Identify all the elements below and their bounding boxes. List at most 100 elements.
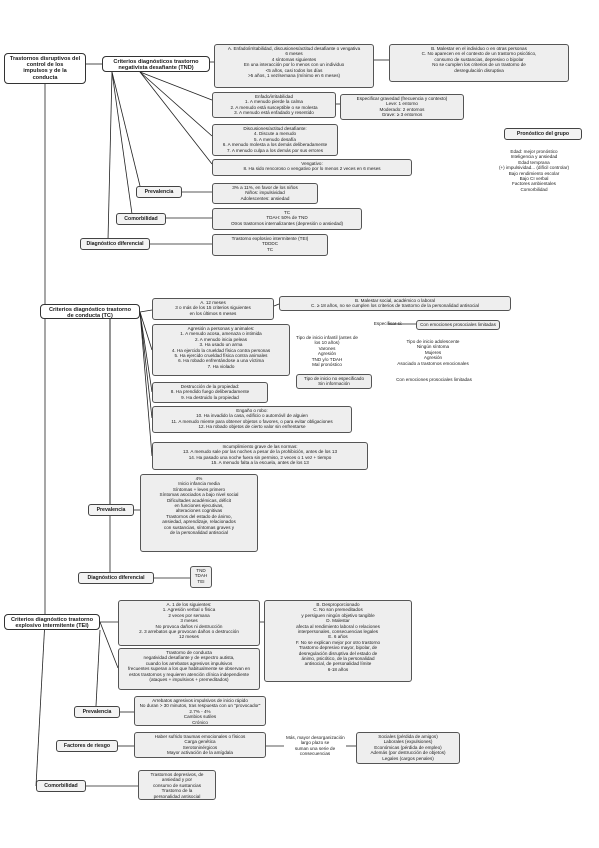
tnd-differential: Trastorno explosivo intermitente (TEI)TD… (212, 234, 328, 256)
node-text-line: Mujeres (424, 349, 442, 355)
node-text-line: Niños: impulsividad (245, 190, 285, 196)
node-text-line: 8. Ha prendido fuego deliberadamente (170, 389, 250, 395)
node-text-line: los 10 años) (314, 340, 340, 346)
node-text-line: consumo de sustancias, depresivo o bipol… (434, 56, 524, 62)
node-text-line: E. 6 años (328, 634, 348, 640)
node-text-line: Síntomas + leves primero (172, 486, 226, 492)
node-text-line: consumo de sustancias (152, 782, 201, 788)
node-text-line: 1. A menudo acosa, amenaza o intimida (180, 331, 262, 337)
node-text-line: 2. A menudo inicia peleas (194, 336, 248, 342)
node-text-line: Además (por destrucción de objetos) (370, 750, 446, 756)
node-text-line: Criterios diagnóstico trastorno (10, 617, 94, 623)
node-text-line: TDAH: 50% de TND (266, 215, 308, 221)
node-text-line: 1. Agresión verbal o física (162, 607, 216, 613)
node-text-line: Engaño o robo: (236, 408, 268, 413)
node-text-line: cuando los arrebatos agresivos impulsivo… (145, 660, 233, 666)
node-text-line: 6 meses (285, 51, 303, 57)
tc-prosocial-emotions: Con emociones prosociales limitadas (382, 376, 486, 385)
node-text-line: 12. Ha robado objetos de cierto valor si… (198, 424, 306, 430)
node-text-line: Moderado: 2 entornos (379, 106, 425, 112)
node-text-line: C. No son premeditados (313, 607, 363, 613)
tc-aggression: Agresión a personas y animales:1. A menu… (152, 324, 290, 376)
node-text-line: Especificar si: (373, 321, 403, 326)
node-text-line: Sin información (318, 381, 350, 387)
node-text-line: Criterios diagnósticos trastorno (113, 59, 199, 65)
tc-property-destruction: Destrucción de la propiedad:8. Ha prendi… (152, 382, 268, 403)
node-text-line: Comorbilidad (44, 783, 78, 789)
node-text-line: Comorbilidad (124, 216, 158, 222)
node-text-line: con sustancias, síntomas graves y (163, 524, 235, 530)
tei-criterion-a: A. 1 de los siguientes:1. Agresión verba… (118, 600, 260, 646)
node-text-line: Laborales (expulsiones) (383, 739, 433, 745)
node-text-line: Diagnóstico diferencial (87, 575, 145, 581)
node-text-line: Comorbilidad (520, 186, 548, 192)
node-text-line: No se cumplen los criterios de un trasto… (432, 62, 526, 68)
tei-prevalence: Arrebatos agresivos impulsivos de inicio… (134, 696, 266, 726)
node-text-line: Bajo rendimiento escolar (508, 170, 560, 176)
connector-line (111, 71, 133, 215)
node-text-line: antisocial, de personalidad límite (304, 661, 372, 667)
node-text-line: Tipo de inicio adolescente (406, 339, 460, 344)
node-text-line: 7. A menudo culpa a los demás por sus er… (226, 147, 323, 153)
node-text-line: 2. A menudo está susceptible o se molest… (230, 104, 318, 110)
node-text-line: Diagnóstico diferencial (86, 241, 144, 247)
node-text-line: Sociales (pérdida de amigos) (378, 734, 438, 739)
tc-prevalence-label: Prevalencia (88, 504, 134, 516)
node-text-line: impulsos y de la (23, 68, 67, 75)
node-text-line: de conducta (TC) (67, 313, 113, 319)
node-text-line: Factores de riesgo (63, 743, 111, 749)
node-text-line: Factores ambientales (512, 181, 556, 187)
node-text-line: Otros trastornos internalizantes (depres… (230, 220, 344, 226)
connector-line (139, 311, 153, 393)
tc-specify-if: Especificar si: (368, 320, 408, 328)
node-text-line: suman una serie de (294, 745, 336, 751)
node-text-line: Leve: 1 entorno (386, 101, 418, 107)
node-text-line: Adolescentes: ansiedad (240, 195, 290, 201)
tei-risk-factors: Haber sufrido traumas emocionales o físi… (134, 732, 266, 758)
node-text-line: Trastorno depresivo mayor, bipolar, de (298, 645, 378, 651)
connector-line (111, 71, 141, 187)
tnd-criteria-b-c: B. Malestar en el individuo o en otras p… (389, 44, 569, 82)
node-text-line: 4 síntomas siguientes (271, 56, 317, 62)
node-text-line: Síntomas asociados a bajo nivel social (159, 492, 239, 498)
node-text-line: (ataques + impulsivos + premeditados) (149, 677, 229, 683)
connector-line (139, 311, 153, 457)
node-text-line: Enfado/irritabilidad (254, 94, 294, 99)
node-text-line: consecuencias (299, 751, 331, 757)
node-text-line: en los últimos 6 meses (189, 310, 237, 316)
node-text-line: alteraciones cognitivas (175, 508, 223, 514)
node-text-line: TEI (197, 578, 205, 584)
node-text-line: explosivo intermitente (TEI) (15, 623, 89, 630)
node-text-line: 4. Discute a menudo (253, 131, 297, 137)
node-text-line: 10. Ha invadido la casa, edificio o auto… (196, 413, 308, 419)
node-text-line: 5. A menudo desafía (254, 136, 296, 142)
node-text-line: Más, mayor desorganización en (286, 735, 346, 740)
node-text-line: 3. A menudo está enfadado y resentido (234, 110, 314, 116)
pronostico-title: Pronóstico del grupo (504, 128, 582, 140)
node-text-line: Trastornos depresivos, de (150, 772, 204, 777)
node-text-line: 2. 3 arrebatos que provocan daños o dest… (139, 629, 239, 635)
tnd-criterion-a: A. Enfado/irritabilidad, discusiones/act… (214, 44, 374, 88)
connector-line (139, 309, 153, 313)
node-text-line: en funciones ejecutivas, (174, 503, 224, 509)
node-text-line: TC (283, 210, 291, 215)
node-text-line: de la personalidad antisocial (170, 530, 228, 536)
node-text-line: Varones (318, 345, 336, 351)
connector-line (99, 621, 119, 669)
node-text-line: Bajo CI verbal (519, 176, 549, 182)
node-text-line: Con emociones prosociales limitadas (396, 377, 472, 382)
node-text-line: TDDDC (261, 241, 279, 247)
node-text-line: B. Desproporcionado (316, 602, 360, 607)
node-text-line: TND (196, 568, 206, 573)
